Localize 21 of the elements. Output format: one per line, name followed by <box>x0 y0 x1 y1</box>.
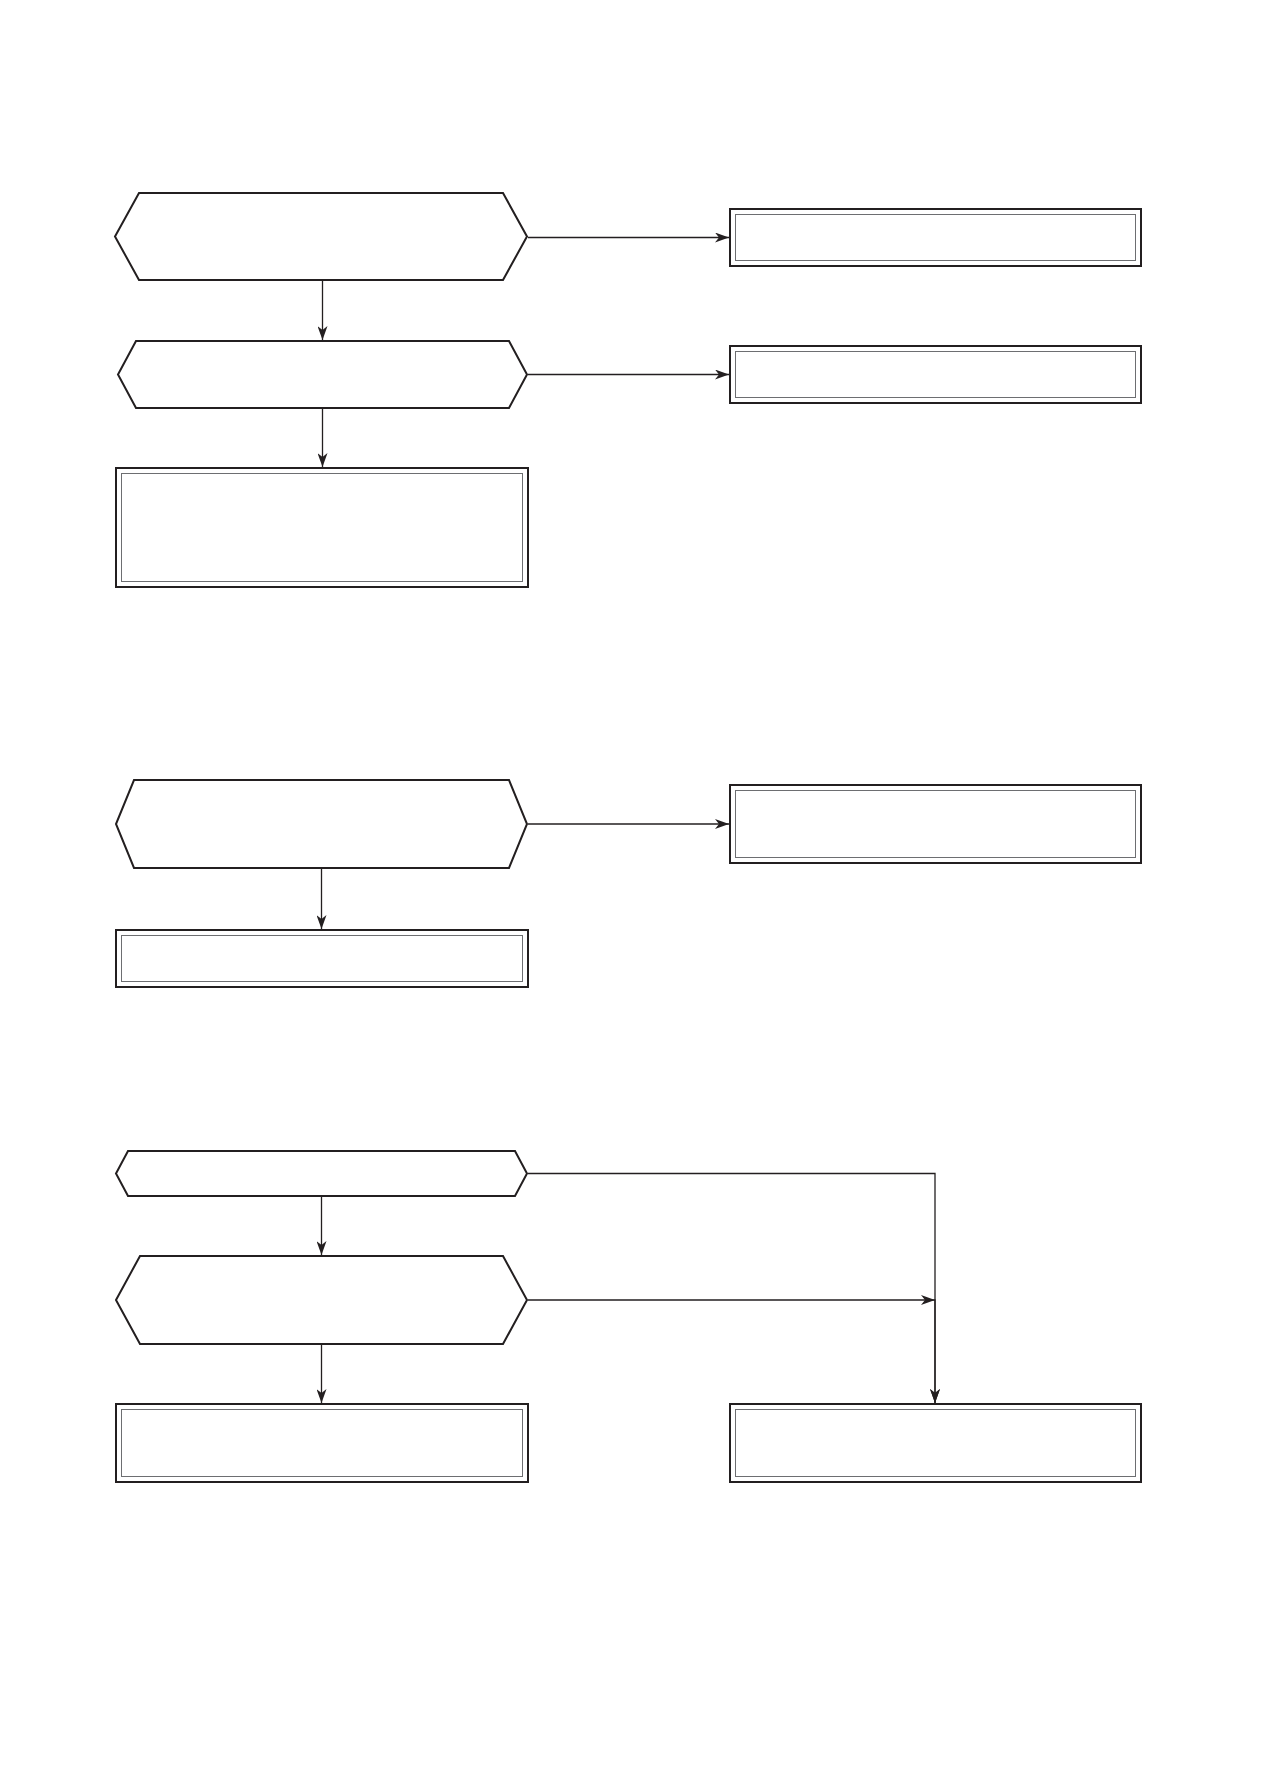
double-frame-box <box>729 345 1142 404</box>
arrow <box>317 280 328 341</box>
hexagon <box>117 340 528 409</box>
double-frame-box <box>729 208 1142 267</box>
hexagon <box>115 1150 528 1197</box>
double-frame-box <box>115 1403 529 1483</box>
arrow <box>527 1295 940 1404</box>
arrow <box>316 1344 327 1404</box>
arrow <box>316 868 327 930</box>
arrow <box>317 408 328 468</box>
arrow <box>527 232 730 243</box>
double-frame-box <box>115 929 529 988</box>
double-frame-box <box>729 1403 1142 1483</box>
hexagon <box>115 779 528 869</box>
hexagon <box>114 192 528 281</box>
arrow <box>527 819 730 829</box>
arrow <box>527 369 730 380</box>
double-frame-box <box>729 784 1142 864</box>
arrow <box>316 1196 327 1256</box>
hexagon <box>115 1255 528 1345</box>
double-frame-box <box>115 467 529 588</box>
